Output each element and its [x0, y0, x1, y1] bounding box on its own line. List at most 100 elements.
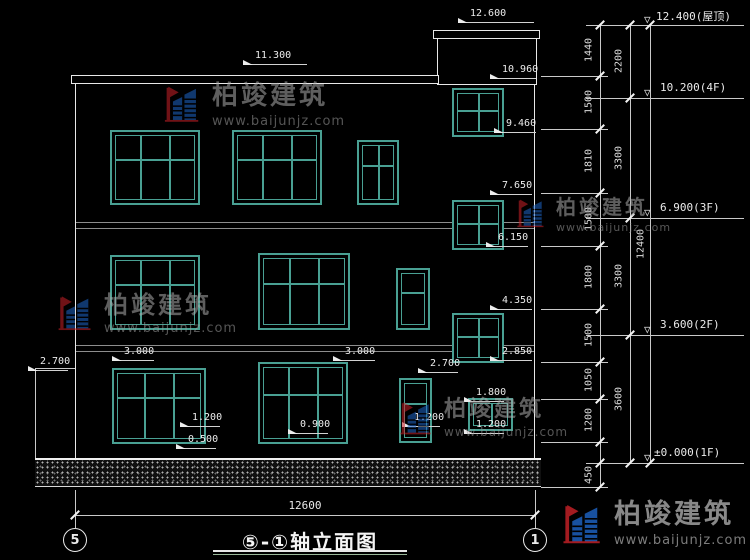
elevation-label: 1.200	[180, 412, 222, 427]
window-3f-narrow	[357, 140, 399, 205]
watermark-name: 柏竣建筑	[556, 195, 648, 219]
baijun-logo-icon	[400, 402, 431, 435]
elevation-triangle-icon: ▽	[644, 13, 651, 26]
watermark: 柏竣建筑 www.baijunjz.com	[158, 82, 345, 129]
opening-extension-line	[541, 362, 608, 363]
elevation-label: 0.500	[176, 434, 218, 449]
opening-extension-line	[541, 129, 608, 130]
level-extension-line	[586, 98, 744, 99]
opening-extension-line	[541, 246, 608, 247]
window-transom	[263, 393, 343, 396]
elevation-label: 0.900	[288, 419, 330, 434]
window-mullion	[173, 373, 176, 439]
dim-value-inner: 450	[583, 465, 595, 485]
window-stair-low	[452, 313, 504, 363]
window-transom	[362, 165, 394, 168]
window-mullion	[288, 367, 291, 439]
elevation-mark: 10.200(4F)	[660, 81, 727, 94]
elevation-label: 10.960	[490, 64, 538, 79]
dim-value-outer: 3600	[613, 386, 625, 412]
window-1f-left	[112, 368, 206, 444]
dim-value-outer: 3300	[613, 145, 625, 171]
elevation-mark: 12.400(屋顶)	[656, 10, 731, 23]
dim-extension-line	[535, 490, 536, 528]
axis-bubble-1: 1	[523, 528, 547, 552]
window-transom	[457, 335, 499, 338]
roof-access-coping	[433, 30, 540, 39]
baijun-logo-icon	[563, 505, 600, 544]
elevation-label: 1.800	[464, 387, 506, 402]
window-3f-left	[110, 130, 200, 205]
baijun-logo-icon	[58, 296, 91, 331]
window-1f-middle	[258, 362, 348, 444]
elevation-label: 11.300	[243, 50, 307, 65]
parapet-coping	[71, 75, 439, 84]
roof-access-structure	[437, 38, 537, 85]
window-mullion	[289, 258, 292, 325]
window-transom	[404, 403, 427, 406]
window-transom	[237, 158, 317, 161]
watermark: 柏竣建筑 www.baijunjz.com	[556, 500, 747, 550]
opening-extension-line	[541, 487, 608, 488]
elevation-label: 3.000	[112, 346, 154, 361]
elevation-triangle-icon: ▽	[644, 206, 651, 219]
floor-slab-line	[76, 222, 534, 223]
outer-dimension-line	[630, 25, 631, 463]
opening-extension-line	[541, 193, 608, 194]
window-1f-small	[468, 398, 513, 431]
dim-value-inner: 1810	[583, 148, 595, 174]
level-extension-line	[586, 335, 744, 336]
watermark-name: 柏竣建筑	[614, 499, 734, 530]
total-dimension-line	[650, 25, 651, 463]
watermark-name: 柏竣建筑	[444, 397, 545, 422]
elevation-label: 12.600	[458, 8, 534, 23]
elevation-label: 4.350	[490, 295, 532, 310]
dim-value-inner: 1800	[583, 264, 595, 290]
elevation-mark: 6.900(3F)	[660, 201, 720, 214]
canopy-support-line	[35, 368, 36, 458]
window-2f-narrow	[396, 268, 430, 330]
elevation-label: 7.650	[490, 180, 532, 195]
bottom-dimension-line	[75, 515, 535, 516]
opening-extension-line	[541, 76, 608, 77]
window-mullion	[478, 93, 480, 132]
watermark-name: 柏竣建筑	[104, 291, 212, 319]
window-transom	[117, 397, 201, 400]
floor-slab-line	[76, 345, 534, 346]
title-underline	[213, 550, 407, 552]
axis-bubble-5: 5	[63, 528, 87, 552]
opening-extension-line	[541, 442, 608, 443]
opening-extension-line	[541, 309, 608, 310]
window-mullion	[143, 373, 146, 439]
elevation-triangle-icon: ▽	[644, 323, 651, 336]
floor-slab-line	[76, 351, 534, 352]
watermark-url: www.baijunjz.com	[614, 532, 748, 548]
window-2f-middle	[258, 253, 350, 330]
baijun-logo-icon	[164, 86, 199, 122]
window-2f-left	[110, 255, 200, 330]
elevation-triangle-icon: ▽	[644, 86, 651, 99]
bottom-dimension-value: 12600	[288, 499, 322, 512]
window-mullion	[140, 135, 143, 200]
level-extension-line	[586, 463, 744, 464]
ground-hatch	[35, 458, 541, 487]
window-3f-middle	[232, 130, 322, 205]
window-mullion	[318, 258, 321, 325]
elevation-label: 6.150	[486, 232, 528, 247]
window-mullion	[316, 367, 319, 439]
window-mullion	[140, 260, 143, 325]
watermark-url: www.baijunjz.com	[104, 321, 238, 337]
window-mullion	[478, 205, 480, 245]
watermark-url: www.baijunjz.com	[212, 113, 346, 129]
watermark-name: 柏竣建筑	[212, 81, 329, 111]
elevation-mark: 3.600(2F)	[660, 318, 720, 331]
window-mullion	[168, 260, 171, 325]
elevation-label: 2.850	[490, 346, 532, 361]
window-mullion	[168, 135, 171, 200]
window-transom	[115, 283, 195, 286]
window-mullion	[378, 145, 380, 200]
title-underline-thin	[213, 554, 407, 555]
inner-dimension-line	[600, 25, 601, 487]
